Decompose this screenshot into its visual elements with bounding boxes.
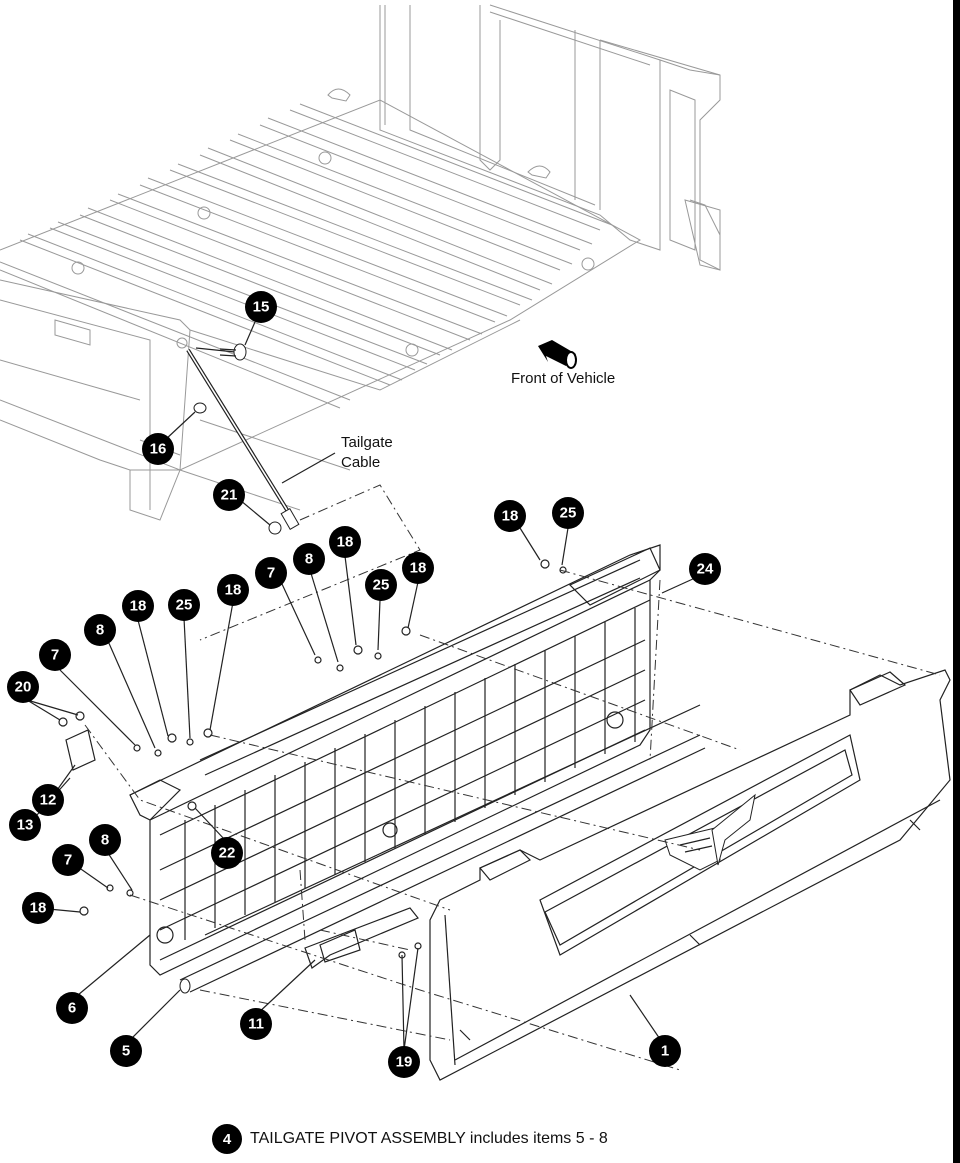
front-of-vehicle-label: Front of Vehicle	[511, 370, 615, 387]
callout-21: 21	[213, 479, 245, 511]
callout-25: 25	[168, 589, 200, 621]
callout-13: 13	[9, 809, 41, 841]
svg-text:18: 18	[30, 900, 47, 917]
pivot-rod	[179, 704, 706, 994]
svg-text:25: 25	[176, 597, 193, 614]
tailgate-outer-panel	[429, 669, 951, 1081]
leader-lines	[26, 321, 696, 1051]
callout-18: 18	[329, 526, 361, 558]
latch-handle	[304, 907, 419, 969]
svg-text:20: 20	[15, 679, 32, 696]
callout-6: 6	[56, 992, 88, 1024]
callout-7: 7	[39, 639, 71, 671]
callout-5: 5	[110, 1035, 142, 1067]
callout-7: 7	[52, 844, 84, 876]
front-arrow-icon	[538, 340, 577, 369]
svg-text:25: 25	[373, 577, 390, 594]
tailgate-inner-frame	[129, 544, 661, 976]
fasteners	[58, 559, 567, 959]
svg-text:5: 5	[122, 1043, 130, 1060]
svg-text:13: 13	[17, 817, 34, 834]
svg-text:7: 7	[51, 647, 59, 664]
svg-text:24: 24	[697, 561, 714, 578]
svg-text:8: 8	[101, 832, 109, 849]
svg-text:19: 19	[396, 1054, 413, 1071]
svg-text:8: 8	[305, 551, 313, 568]
callout-20: 20	[7, 671, 39, 703]
svg-text:18: 18	[225, 582, 242, 599]
callout-25: 25	[552, 497, 584, 529]
callout-18: 18	[22, 892, 54, 924]
svg-text:12: 12	[40, 792, 57, 809]
page-edge-bar	[953, 0, 960, 1163]
svg-text:22: 22	[219, 845, 236, 862]
svg-text:1: 1	[661, 1043, 669, 1060]
callout-8: 8	[89, 824, 121, 856]
callout-19: 19	[388, 1046, 420, 1078]
svg-text:7: 7	[64, 852, 72, 869]
callout-18: 18	[217, 574, 249, 606]
callout-15: 15	[245, 291, 277, 323]
callout-16: 16	[142, 433, 174, 465]
svg-text:11: 11	[248, 1016, 264, 1033]
svg-text:18: 18	[130, 598, 147, 615]
callout-25: 25	[365, 569, 397, 601]
callout-11: 11	[240, 1008, 272, 1040]
callout-12: 12	[32, 784, 64, 816]
callout-8: 8	[84, 614, 116, 646]
tailgate-cable-label-line2: Cable	[341, 454, 380, 471]
callout-18: 18	[122, 590, 154, 622]
svg-text:25: 25	[560, 505, 577, 522]
alignment-lines	[84, 484, 941, 1071]
tailgate-cable	[186, 348, 336, 530]
svg-text:18: 18	[337, 534, 354, 551]
callout-7: 7	[255, 557, 287, 589]
callout-18: 18	[494, 500, 526, 532]
svg-text:18: 18	[410, 560, 427, 577]
svg-text:21: 21	[221, 487, 238, 504]
callout-24: 24	[689, 553, 721, 585]
bolt-21	[268, 521, 282, 535]
callout-8: 8	[293, 543, 325, 575]
assembly-note-text: TAILGATE PIVOT ASSEMBLY includes items 5…	[250, 1130, 608, 1147]
tailgate-cable-label-line1: Tailgate	[341, 434, 393, 451]
svg-text:16: 16	[150, 441, 167, 458]
callout-1: 1	[649, 1035, 681, 1067]
svg-text:7: 7	[267, 565, 275, 582]
bed-bolt-15	[195, 343, 247, 361]
svg-text:15: 15	[253, 299, 270, 316]
callout-22: 22	[211, 837, 243, 869]
assembly-note: 4 TAILGATE PIVOT ASSEMBLY includes items…	[212, 1124, 608, 1154]
svg-text:6: 6	[68, 1000, 76, 1017]
callout-4: 4	[212, 1124, 242, 1154]
svg-text:8: 8	[96, 622, 104, 639]
bed-bolt-16	[193, 402, 207, 414]
svg-text:18: 18	[502, 508, 519, 525]
callout-18: 18	[402, 552, 434, 584]
